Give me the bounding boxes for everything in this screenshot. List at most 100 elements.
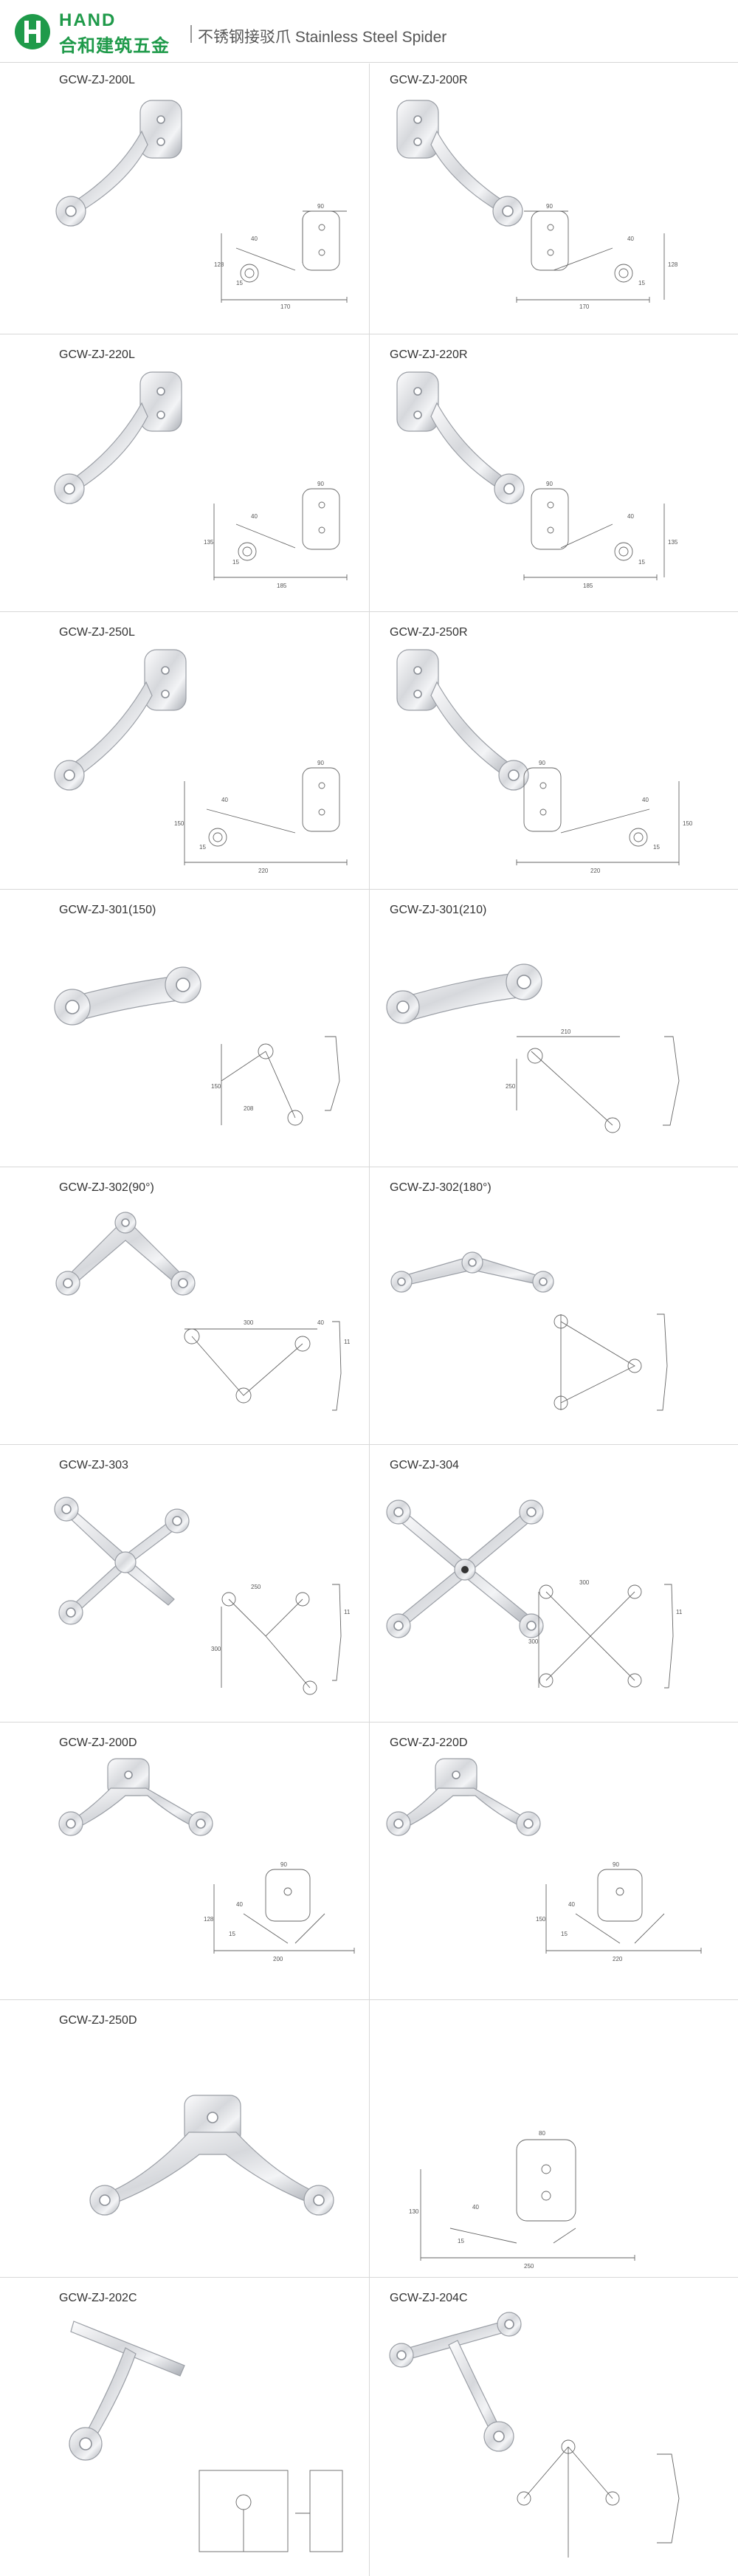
svg-text:150: 150: [174, 820, 184, 827]
page-header: HAND 合和建筑五金 不锈钢接驳爪 Stainless Steel Spide…: [0, 0, 738, 66]
svg-text:90: 90: [546, 481, 553, 487]
svg-text:15: 15: [458, 2238, 464, 2244]
product-cell: GCW-ZJ-250D: [0, 1999, 369, 2277]
product-cell: GCW-ZJ-200D 90 128 200 40 15: [0, 1722, 369, 1999]
svg-text:90: 90: [539, 760, 545, 766]
svg-text:40: 40: [221, 797, 228, 803]
product-illustration: [69, 2321, 343, 2552]
svg-text:15: 15: [561, 1931, 568, 1937]
svg-text:128: 128: [204, 1916, 214, 1923]
product-cell: GCW-ZJ-220D 90 150 220 40 15: [369, 1722, 738, 1999]
product-cell: GCW-ZJ-200L 90 128 170 40 15: [0, 63, 369, 334]
svg-text:300: 300: [244, 1319, 254, 1326]
product-cell: GCW-ZJ-304 300 300 11: [369, 1444, 738, 1722]
svg-text:90: 90: [546, 203, 553, 210]
product-illustration: 90 135 185 40 15: [54, 371, 348, 589]
svg-text:170: 170: [280, 303, 291, 310]
svg-text:15: 15: [653, 844, 660, 851]
product-code: GCW-ZJ-202C: [59, 2292, 137, 2304]
svg-text:300: 300: [211, 1646, 221, 1652]
svg-text:40: 40: [236, 1901, 243, 1908]
svg-text:11: 11: [344, 1609, 351, 1615]
product-cell: GCW-ZJ-302(90°) 300 40 11: [0, 1167, 369, 1444]
logo-mark-icon: [15, 14, 50, 49]
product-cell: GCW-ZJ-301(210) 210 250: [369, 889, 738, 1167]
product-code: GCW-ZJ-250D: [59, 2014, 137, 2027]
row-divider: [0, 1722, 738, 1723]
svg-text:128: 128: [214, 261, 224, 268]
brand-name-en: HAND: [59, 10, 117, 30]
product-illustration: 90 128 200 40 15: [58, 1758, 355, 1962]
svg-text:200: 200: [273, 1956, 283, 1962]
svg-text:300: 300: [579, 1579, 590, 1586]
product-illustration: 90 150 220 40 15: [396, 649, 693, 874]
product-cell: GCW-ZJ-250R 90 150 220 40 15: [369, 611, 738, 889]
product-illustration: 90 135 185 40 15: [396, 371, 678, 589]
dimension-drawing: 90 128 200 40 15: [204, 1861, 355, 1962]
product-code: GCW-ZJ-200D: [59, 1737, 137, 1749]
product-code: GCW-ZJ-301(150): [59, 904, 156, 916]
header-divider: [0, 62, 738, 63]
product-illustration: 300 300 11: [386, 1500, 683, 1689]
svg-text:300: 300: [528, 1638, 539, 1645]
svg-text:135: 135: [204, 539, 214, 546]
svg-text:40: 40: [317, 1319, 324, 1326]
svg-text:15: 15: [638, 280, 645, 286]
svg-text:15: 15: [638, 559, 645, 566]
product-illustration: 210 250: [386, 964, 680, 1133]
product-illustration: 150 208: [54, 966, 340, 1126]
dimension-drawing: 150 208: [211, 1036, 340, 1126]
product-code: GCW-ZJ-304: [390, 1459, 459, 1471]
brand-name-cn: 合和建筑五金: [59, 36, 170, 56]
product-cell: GCW-ZJ-220L 90 135 185 40 15: [0, 334, 369, 611]
svg-text:150: 150: [536, 1916, 546, 1923]
svg-text:40: 40: [642, 797, 649, 803]
product-cell: GCW-ZJ-250L 90 150 220 40 15: [0, 611, 369, 889]
svg-text:210: 210: [561, 1028, 571, 1035]
svg-text:170: 170: [579, 303, 590, 310]
svg-text:40: 40: [251, 236, 258, 242]
svg-text:220: 220: [590, 868, 601, 874]
product-illustration: [390, 1251, 668, 1411]
svg-text:90: 90: [317, 481, 324, 487]
svg-text:130: 130: [409, 2208, 419, 2215]
row-divider: [0, 889, 738, 890]
product-code: GCW-ZJ-220R: [390, 348, 468, 361]
product-code: GCW-ZJ-301(210): [390, 904, 487, 916]
dimension-drawing: [199, 2470, 343, 2552]
svg-text:15: 15: [229, 1931, 235, 1937]
svg-text:40: 40: [627, 236, 634, 242]
svg-text:150: 150: [683, 820, 693, 827]
product-code: GCW-ZJ-302(90°): [59, 1181, 154, 1194]
dimension-drawing: 90 128 170 40 15: [214, 203, 348, 310]
dimension-drawing: 300 40 11: [184, 1319, 351, 1411]
row-divider: [0, 2277, 738, 2278]
svg-text:135: 135: [668, 539, 678, 546]
brand-logo: HAND 合和建筑五金: [13, 9, 205, 56]
dimension-drawing: [517, 2439, 680, 2558]
svg-text:90: 90: [280, 1861, 287, 1868]
svg-text:15: 15: [232, 559, 239, 566]
svg-text:80: 80: [539, 2130, 545, 2137]
product-code: GCW-ZJ-250R: [390, 626, 468, 639]
svg-text:128: 128: [668, 261, 678, 268]
product-illustration: 300 40 11: [55, 1212, 351, 1411]
svg-text:40: 40: [472, 2204, 479, 2211]
svg-text:11: 11: [344, 1339, 351, 1345]
svg-text:220: 220: [613, 1956, 623, 1962]
product-code: GCW-ZJ-200R: [390, 74, 468, 86]
product-cell: 80 130 250 40 15: [369, 1999, 738, 2277]
dimension-drawing: 210 250: [506, 1028, 680, 1133]
svg-text:40: 40: [627, 513, 634, 520]
dimension-drawing: 250 300 11: [211, 1584, 351, 1695]
product-illustration: [389, 2312, 680, 2558]
product-code: GCW-ZJ-220D: [390, 1737, 468, 1749]
row-divider: [0, 1444, 738, 1445]
product-illustration: 90 150 220 40 15: [54, 649, 348, 874]
product-illustration: 80 130 250 40 15: [409, 2130, 635, 2270]
svg-text:250: 250: [506, 1083, 516, 1090]
product-illustration: 250 300 11: [54, 1497, 351, 1695]
product-illustration: [89, 2095, 334, 2216]
product-cell: GCW-ZJ-301(150) 150 208: [0, 889, 369, 1167]
row-divider: [0, 611, 738, 612]
